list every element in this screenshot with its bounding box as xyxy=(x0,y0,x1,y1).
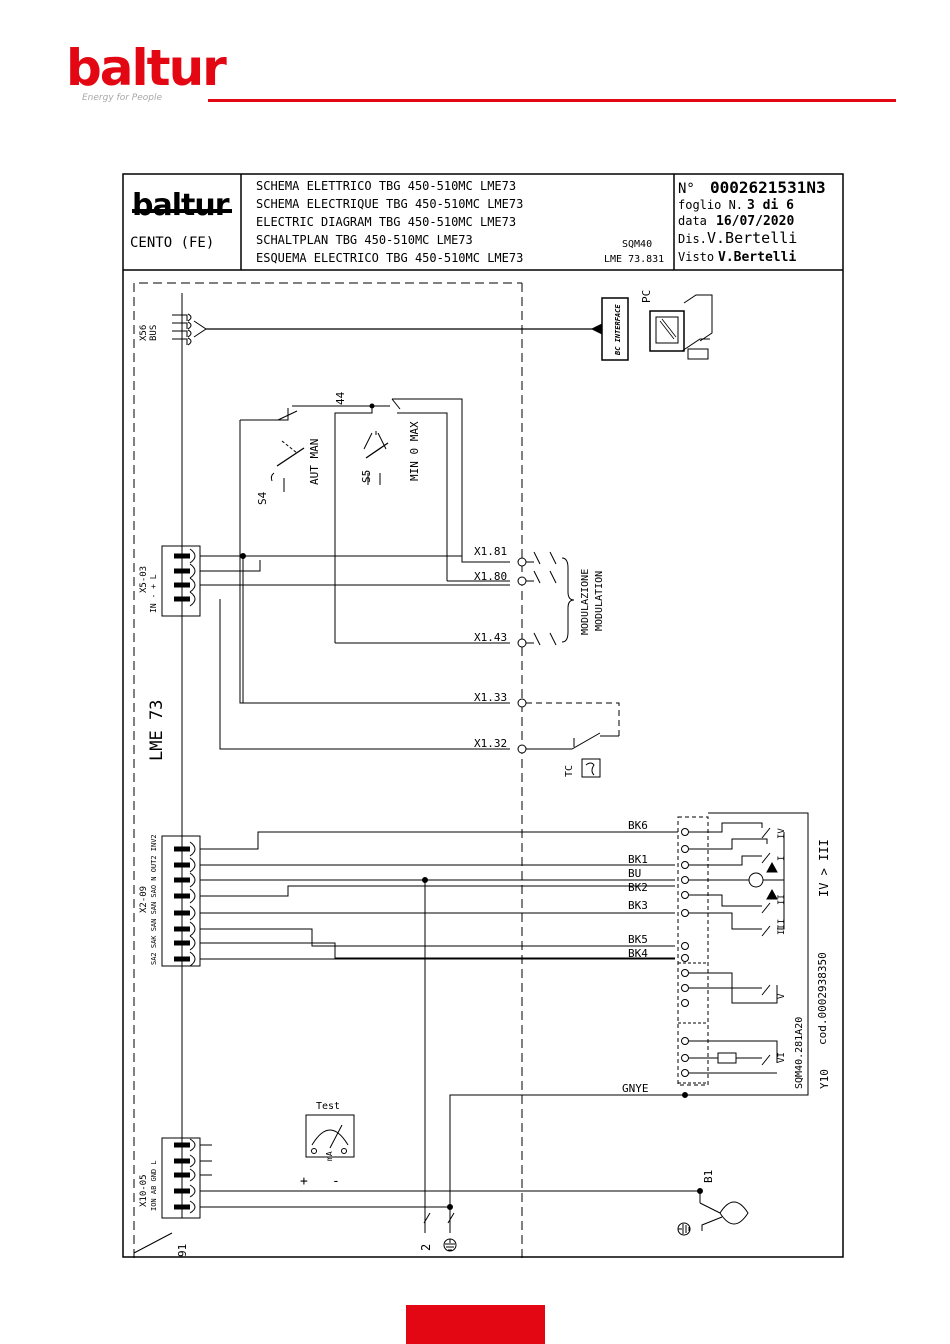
drawn-value: V.Bertelli xyxy=(707,229,797,247)
limit-ii: II xyxy=(777,894,787,905)
x1-80-label: X1.80 xyxy=(474,570,507,583)
number-label: N° xyxy=(678,181,695,197)
x1-43-label: X1.43 xyxy=(474,631,507,644)
lme-feed-wires xyxy=(200,420,510,750)
b1-label: B1 xyxy=(702,1170,715,1183)
gnye-label: GNYE xyxy=(622,1082,649,1095)
s5-min-max-switch xyxy=(334,398,463,643)
logo-tagline: Energy for People xyxy=(82,93,162,103)
x1-terminals xyxy=(517,551,557,754)
wire-bk3: BK3 xyxy=(628,899,648,912)
tc-label: TC xyxy=(564,765,575,777)
bus-interface-label: BC INTERFACE xyxy=(614,304,622,356)
date-label: data xyxy=(678,214,707,228)
x2-09-pins: SA2 SAK SAN SAN SAO N OUT2 INV2 xyxy=(150,834,158,965)
drawn-label: Dis. xyxy=(678,232,707,246)
pc-label: PC xyxy=(640,290,653,303)
sheet-label: foglio N. xyxy=(678,198,743,212)
x5-03-connector xyxy=(161,545,201,617)
limit-vi: VI xyxy=(777,1052,787,1063)
plus-label: + xyxy=(300,1174,308,1189)
checked-value: V.Bertelli xyxy=(718,250,796,265)
x1-32-label: X1.32 xyxy=(474,737,507,750)
wire-bk4: BK4 xyxy=(628,947,648,960)
test-label: Test xyxy=(316,1101,340,1112)
sheet-border xyxy=(122,173,844,1258)
x56-label: X56 xyxy=(139,325,149,341)
modulazione-label: MODULAZIONE xyxy=(580,569,591,635)
test-meter xyxy=(305,1114,355,1158)
title-fr: SCHEMA ELECTRIQUE TBG 450-510MC LME73 xyxy=(256,197,523,211)
y10-label: Y10 xyxy=(818,1069,831,1089)
checked-label: Visto xyxy=(678,250,714,264)
titleblock-logo: baltur xyxy=(132,188,230,223)
x10-05-label: X10-05 xyxy=(139,1174,149,1207)
limit-iii: III xyxy=(777,919,787,935)
title-it: SCHEMA ELETTRICO TBG 450-510MC LME73 xyxy=(256,179,516,193)
tc-thermostat xyxy=(526,702,620,778)
cod-label: cod.0002938350 xyxy=(816,952,829,1045)
drawing-number: 0002621531N3 xyxy=(710,178,826,197)
modulation-label: MODULATION xyxy=(594,571,605,631)
bus-arrow xyxy=(590,323,603,335)
x5-03-label: X5-03 xyxy=(139,566,149,593)
wire-bk2: BK2 xyxy=(628,881,648,894)
ma-label: mA xyxy=(325,1151,334,1161)
terminal-2: 2 xyxy=(419,1244,433,1251)
title-es: ESQUEMA ELECTRICO TBG 450-510MC LME73 xyxy=(256,251,523,265)
device-b: LME 73.831 xyxy=(604,254,664,265)
gnye-wire xyxy=(449,1094,685,1233)
wire-bk5: BK5 xyxy=(628,933,648,946)
x2-09-connector xyxy=(161,835,201,967)
wire-bu: BU xyxy=(628,867,641,880)
wiring-diagram-sheet: baltur CENTO (FE) SCHEMA ELETTRICO TBG 4… xyxy=(122,173,844,1258)
page-footer-tab xyxy=(406,1305,545,1344)
modulation-brace xyxy=(561,557,575,643)
x1-81-label: X1.81 xyxy=(474,545,507,558)
x10-05-pins: ION AB GND L xyxy=(150,1160,158,1211)
limit-iv: IV xyxy=(777,828,787,839)
lme73-label: LME 73 xyxy=(147,700,167,761)
wire-bk1: BK1 xyxy=(628,853,648,866)
min-max-label: MIN 0 MAX xyxy=(408,421,421,481)
x1-33-label: X1.33 xyxy=(474,691,507,704)
bus-interface-box xyxy=(601,297,629,361)
brand-logo: baltur Energy for People xyxy=(62,40,227,110)
x2-09-label: X2-09 xyxy=(139,886,149,913)
aut-man-label: AUT MAN xyxy=(308,439,321,485)
s4-label: S4 xyxy=(256,491,269,505)
minus-label: - xyxy=(332,1174,340,1189)
terminal-44: 44 xyxy=(334,391,347,405)
sqm-model-label: SQM40.281A20 xyxy=(794,1017,805,1089)
actuator-wires xyxy=(200,831,678,1233)
sheet-number: 3 di 6 xyxy=(747,198,794,213)
terminal-91: 91 xyxy=(176,1244,189,1257)
title-de: SCHALTPLAN TBG 450-510MC LME73 xyxy=(256,233,473,247)
s5-label: S5 xyxy=(360,470,373,483)
limit-v: V xyxy=(777,993,787,999)
titleblock-city: CENTO (FE) xyxy=(130,235,214,251)
logo-wordmark: baltur xyxy=(66,39,227,97)
iv-iii-label: IV > III xyxy=(817,839,831,897)
limit-i: I xyxy=(777,856,787,861)
title-en: ELECTRIC DIAGRAM TBG 450-510MC LME73 xyxy=(256,215,516,229)
header-rule xyxy=(208,99,896,102)
device-a: SQM40 xyxy=(622,239,652,250)
flame-probe-wires xyxy=(200,1144,749,1231)
bus-label: BUS xyxy=(149,325,159,341)
sqm40-actuator xyxy=(677,812,809,1098)
x10-05-connector xyxy=(161,1137,201,1219)
titleblock-logo-bar xyxy=(132,209,232,213)
earth-icon xyxy=(443,1222,691,1252)
s4-aut-man-switch xyxy=(240,405,372,492)
pc-icon xyxy=(649,294,713,360)
wire-bk6: BK6 xyxy=(628,819,648,832)
x56-bus-connector xyxy=(172,313,207,346)
x5-03-pins: IN - + L xyxy=(149,574,158,613)
date-value: 16/07/2020 xyxy=(716,214,794,229)
